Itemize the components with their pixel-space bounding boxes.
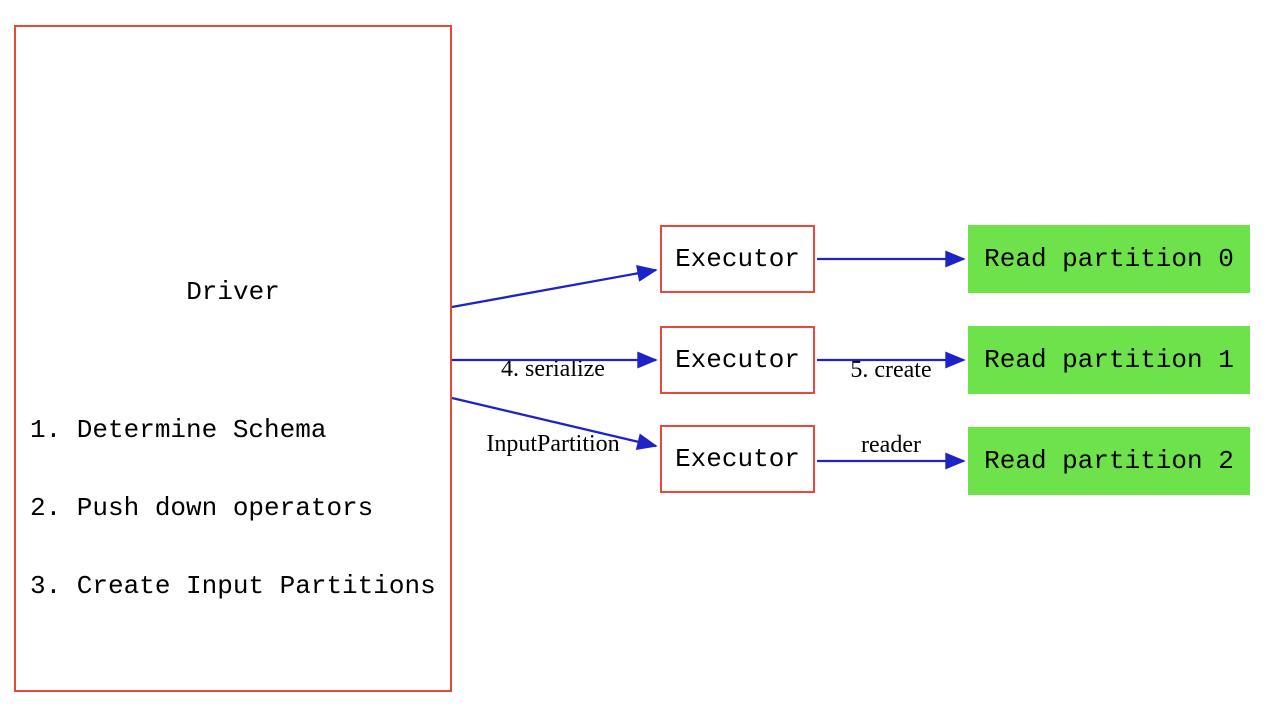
read-partition-1-label: Read partition 1 [984, 345, 1234, 375]
edge-label-create-reader-line1: 5. create [850, 357, 932, 383]
edge-label-create-reader-line2: reader [861, 432, 921, 458]
executor-label-2: Executor [675, 345, 800, 375]
driver-step-3: 3. Create Input Partitions [30, 571, 436, 601]
driver-step-1: 1. Determine Schema [30, 415, 327, 445]
edge-label-serialize-line1: 4. serialize [501, 356, 605, 382]
executor-box-2: Executor [660, 326, 815, 394]
read-partition-2-label: Read partition 2 [984, 446, 1234, 476]
executor-box-3: Executor [660, 425, 815, 493]
read-partition-2-box: Read partition 2 [968, 427, 1250, 495]
executor-label-1: Executor [675, 244, 800, 274]
edge-label-create-reader: 5. create reader [818, 308, 964, 508]
arrow-driver-to-executor-1 [451, 264, 658, 309]
read-partition-1-box: Read partition 1 [968, 326, 1250, 394]
driver-steps: 1. Determine Schema 2. Push down operato… [30, 365, 436, 651]
edge-label-serialize-inputpartition: 4. serialize InputPartition [448, 307, 658, 507]
driver-title: Driver [186, 277, 280, 307]
read-partition-0-label: Read partition 0 [984, 244, 1234, 274]
read-partition-0-box: Read partition 0 [968, 225, 1250, 293]
driver-box: Driver 1. Determine Schema 2. Push down … [14, 25, 452, 692]
edge-label-serialize-line2: InputPartition [486, 431, 620, 457]
executor-box-1: Executor [660, 225, 815, 293]
executor-label-3: Executor [675, 444, 800, 474]
driver-step-2: 2. Push down operators [30, 493, 374, 523]
